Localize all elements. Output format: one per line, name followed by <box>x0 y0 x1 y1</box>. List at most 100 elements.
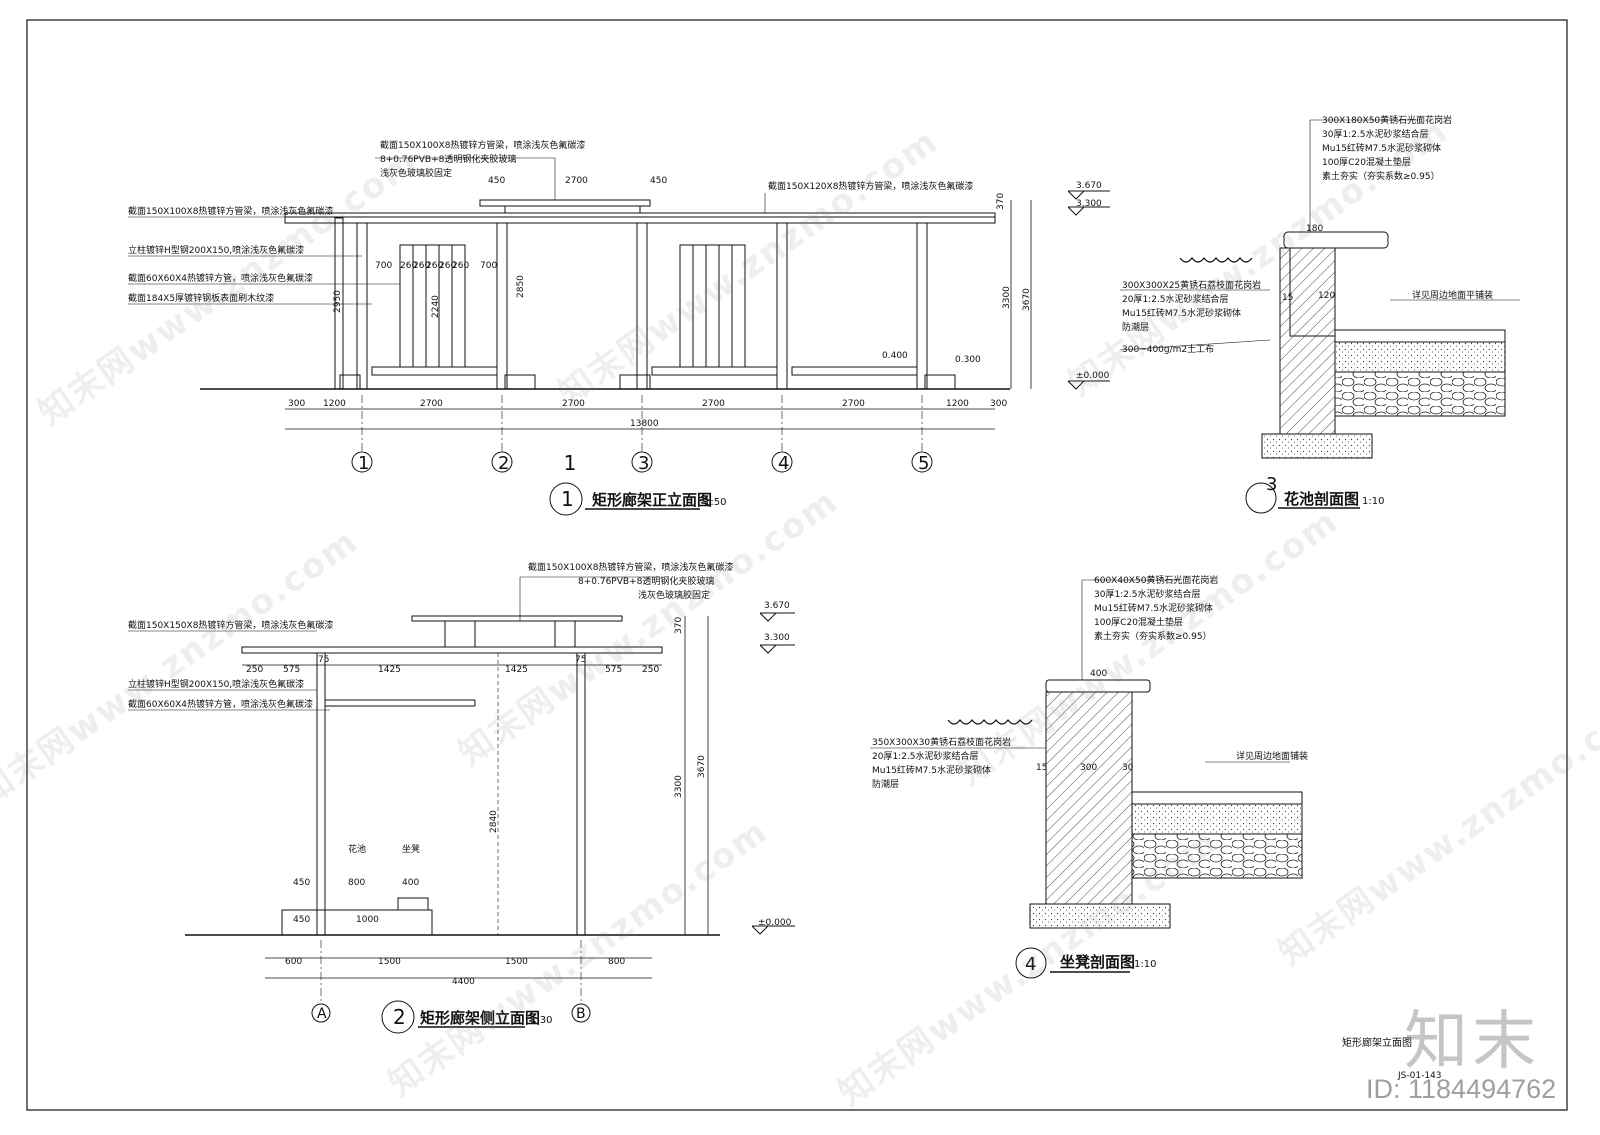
title-block: 矩形廊架立面图 JS-01-143 <box>1342 1036 1442 1081</box>
v2-bottom-dim-2: 1500 <box>505 957 528 967</box>
v2-top-dim-2: 75 <box>318 655 329 665</box>
v4-scale: 1:10 <box>1134 959 1156 970</box>
v2-top-dim-3: 1425 <box>378 665 401 675</box>
v1-note-top-1: 8+0.76PVB+8透明钢化夹胶玻璃 <box>380 153 516 165</box>
v2-note-top-0: 截面150X100X8热镀锌方管梁，喷涂浅灰色氟碳漆 <box>528 561 733 573</box>
view1-text: 截面150X100X8热镀锌方管梁，喷涂浅灰色氟碳漆 立柱镀锌H型钢200X15… <box>128 139 1110 511</box>
v3-title: 花池剖面图 <box>1284 490 1359 508</box>
v3-note-left-1: 20厚1:2.5水泥砂浆结合层 <box>1122 293 1229 305</box>
v2-level-2: ±0.000 <box>758 918 792 928</box>
v4-title: 坐凳剖面图 <box>1060 953 1135 971</box>
v1-dim-1: 1200 <box>323 399 346 409</box>
v2-note-left-1: 立柱镀锌H型钢200X150,喷涂浅灰色氟碳漆 <box>128 678 304 690</box>
v1-dim-4: 2700 <box>702 399 725 409</box>
v1-axis-0: 1 <box>358 453 369 474</box>
v4-note-top-4: 素土夯实（夯实系数≥0.95） <box>1094 630 1212 642</box>
v1-number: 1 <box>564 451 577 475</box>
v4-dim-15: 15 <box>1036 763 1047 773</box>
v1-dim-0: 300 <box>288 399 305 409</box>
v4-note-left-3: 防潮层 <box>872 778 899 790</box>
v1-top-dim-2: 450 <box>650 176 667 186</box>
v2-note-top-2: 浅灰色玻璃胶固定 <box>638 589 710 601</box>
v2-note-top-1: 8+0.76PVB+8透明钢化夹胶玻璃 <box>578 575 714 587</box>
v1-inner-dim-2: 260 <box>413 261 430 271</box>
v1-top-dim-0: 450 <box>488 176 505 186</box>
v1-title-number: 1 <box>561 487 574 511</box>
v2-dim-1000: 1000 <box>356 915 379 925</box>
v1-dim-6: 1200 <box>946 399 969 409</box>
v4-dim-300: 300 <box>1080 763 1097 773</box>
v2-scale: 1:30 <box>530 1015 552 1026</box>
v3-title-number-b: 3 <box>1266 474 1277 495</box>
v2-dim-3300: 3300 <box>674 775 684 798</box>
v3-dim-180: 180 <box>1306 224 1323 234</box>
v4-dim-30: 30 <box>1122 763 1134 773</box>
v1-top-dim-1: 2700 <box>565 176 588 186</box>
v3-note-top-3: 100厚C20混凝土垫层 <box>1322 156 1411 168</box>
v2-total: 4400 <box>452 977 475 987</box>
v3-note-top-0: 300X180X50黄锈石光面花岗岩 <box>1322 114 1452 126</box>
v1-level-2: ±0.000 <box>1076 371 1110 381</box>
v1-dim-5: 2700 <box>842 399 865 409</box>
v2-label-planter: 花池 <box>348 843 366 855</box>
logo: 知末 <box>1404 1005 1540 1079</box>
v2-top-dim-4: 1425 <box>505 665 528 675</box>
v1-dim-3: 2700 <box>562 399 585 409</box>
view3-text: 300X180X50黄锈石光面花岗岩 30厚1:2.5水泥砂浆结合层 Mu15红… <box>1122 114 1493 508</box>
v2-note-left-0: 截面150X150X8热镀锌方管梁，喷涂浅灰色氟碳漆 <box>128 619 333 631</box>
v2-top-dim-0: 250 <box>246 665 263 675</box>
v2-dim-370: 370 <box>674 617 684 634</box>
v4-note-top-0: 600X40X50黄锈石光面花岗岩 <box>1094 574 1218 586</box>
v2-dim-450: 450 <box>293 878 310 888</box>
drawing-title: 矩形廊架立面图 <box>1342 1036 1412 1049</box>
v4-note-left-1: 20厚1:2.5水泥砂浆结合层 <box>872 750 979 762</box>
v3-scale: 1:10 <box>1362 496 1384 507</box>
v1-note-left-2: 截面60X60X4热镀锌方管，喷涂浅灰色氟碳漆 <box>128 272 313 284</box>
v1-axis-3: 4 <box>778 453 789 474</box>
v1-inner-dim-1: 260 <box>400 261 417 271</box>
v3-note-top-2: Mu15红砖M7.5水泥砂浆砌体 <box>1322 142 1441 154</box>
v1-dim-370: 370 <box>996 193 1006 210</box>
v1-dim-2: 2700 <box>420 399 443 409</box>
v1-axis-1: 2 <box>498 453 509 474</box>
view1-front-elevation <box>128 157 1110 516</box>
v3-note-left-3: 防潮层 <box>1122 321 1149 333</box>
v2-top-dim-1: 575 <box>283 665 300 675</box>
v1-note-beam: 截面150X120X8热镀锌方管梁，喷涂浅灰色氟碳漆 <box>768 180 973 192</box>
v1-inner-dim-4: 260 <box>439 261 456 271</box>
v4-dim-400: 400 <box>1090 669 1107 679</box>
v1-level-1: 3.300 <box>1076 199 1102 209</box>
v1-note-left-0: 截面150X100X8热镀锌方管梁，喷涂浅灰色氟碳漆 <box>128 205 333 217</box>
v1-inner-dim-6: 700 <box>480 261 497 271</box>
v4-note-left-2: Mu15红砖M7.5水泥砂浆砌体 <box>872 764 991 776</box>
v2-dim-2840: 2840 <box>489 810 499 833</box>
v2-top-dim-7: 250 <box>642 665 659 675</box>
v1-level-4: 0.300 <box>955 355 981 365</box>
v1-level-0: 3.670 <box>1076 181 1102 191</box>
v2-dim-800: 800 <box>348 878 365 888</box>
v4-note-left-0: 350X300X30黄锈石荔枝面花岗岩 <box>872 736 1011 748</box>
v4-note-top-3: 100厚C20混凝土垫层 <box>1094 616 1183 628</box>
v4-note-top-2: Mu15红砖M7.5水泥砂浆砌体 <box>1094 602 1213 614</box>
v1-level-3: 0.400 <box>882 351 908 361</box>
v1-total: 13800 <box>630 419 659 429</box>
v1-dim-2950: 2950 <box>333 290 343 313</box>
v3-note-right: 详见周边地面平铺装 <box>1412 289 1493 301</box>
view3-planter-section <box>1119 119 1520 514</box>
v3-dim-15: 15 <box>1282 293 1293 303</box>
v2-label-bench: 坐凳 <box>402 844 420 855</box>
v1-axis-4: 5 <box>918 453 929 474</box>
v2-dim-3670: 3670 <box>697 755 707 778</box>
v3-note-top-4: 素土夯实（夯实系数≥0.95） <box>1322 170 1440 182</box>
v2-title: 矩形廊架侧立面图 <box>420 1009 540 1027</box>
v1-inner-dim-3: 260 <box>426 261 443 271</box>
v2-axis-b: B <box>576 1006 586 1022</box>
v4-note-top-1: 30厚1:2.5水泥砂浆结合层 <box>1094 588 1201 600</box>
view2-text: 截面150X100X8热镀锌方管梁，喷涂浅灰色氟碳漆 8+0.76PVB+8透明… <box>128 561 792 1029</box>
v1-axis-2: 3 <box>638 453 649 474</box>
v1-note-left-1: 立柱镀锌H型钢200X150,喷涂浅灰色氟碳漆 <box>128 244 304 256</box>
v3-note-left-0: 300X300X25黄锈石荔枝面花岗岩 <box>1122 279 1261 291</box>
id-label: ID: 1184494762 <box>1366 1074 1557 1104</box>
view2-side-elevation <box>128 576 795 1034</box>
